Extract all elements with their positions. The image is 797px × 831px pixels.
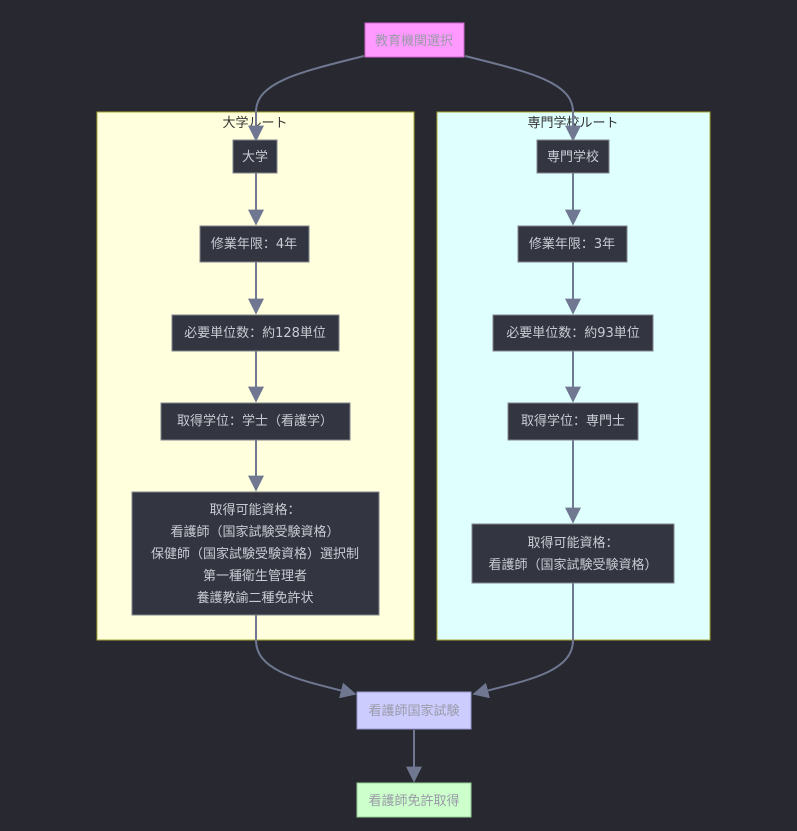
node-univ-school-label: 大学 <box>242 149 268 165</box>
node-univ-credits: 必要単位数：約128単位 <box>171 314 340 352</box>
node-univ-degree: 取得学位：学士（看護学） <box>160 402 351 441</box>
node-univ-school: 大学 <box>232 139 278 174</box>
node-univ-qual-line-5: 養護教諭二種免許状 <box>196 590 313 606</box>
node-univ-degree-label: 取得学位：学士（看護学） <box>177 413 333 429</box>
node-voc-years-label: 修業年限：3年 <box>529 236 615 252</box>
node-start-label: 教育機関選択 <box>375 33 453 49</box>
node-voc-degree: 取得学位：専門士 <box>507 402 639 441</box>
node-exam-box <box>356 691 472 730</box>
node-voc-school-box <box>536 139 610 174</box>
node-univ-credits-box <box>171 314 340 352</box>
node-voc-qualifications-box <box>471 523 675 584</box>
edge-start-vocational <box>464 55 581 142</box>
node-univ-qualifications-box <box>131 491 380 616</box>
node-voc-degree-box <box>507 402 639 441</box>
node-univ-school-box <box>232 139 278 174</box>
node-univ-degree-box <box>160 402 351 441</box>
edge-start-university <box>248 55 365 142</box>
node-univ-credits-label: 必要単位数：約128単位 <box>184 325 326 341</box>
node-univ-qual-line-1: 取得可能資格： <box>209 502 300 518</box>
node-voc-school: 専門学校 <box>536 139 610 174</box>
node-voc-years-box <box>517 225 628 263</box>
node-start: 教育機関選択 <box>364 22 465 58</box>
node-voc-credits: 必要単位数：約93単位 <box>492 314 654 352</box>
node-license-box <box>356 782 472 818</box>
node-voc-credits-box <box>492 314 654 352</box>
edge-voc-exam <box>472 583 574 699</box>
node-exam-label: 看護師国家試験 <box>368 703 459 719</box>
node-univ-years-box <box>199 225 310 263</box>
node-univ-qual-line-3: 保健師（国家試験受験資格）選択制 <box>151 546 359 562</box>
edges <box>248 55 581 783</box>
node-univ-qual-line-4: 第一種衛生管理者 <box>203 568 307 584</box>
node-univ-qualifications: 取得可能資格： 看護師（国家試験受験資格） 保健師（国家試験受験資格）選択制 第… <box>131 491 380 616</box>
node-voc-qual-line-2: 看護師（国家試験受験資格） <box>488 557 657 573</box>
node-voc-years: 修業年限：3年 <box>517 225 628 263</box>
node-univ-qual-line-2: 看護師（国家試験受験資格） <box>170 524 339 540</box>
node-voc-school-label: 専門学校 <box>547 149 599 165</box>
node-exam: 看護師国家試験 <box>356 691 472 730</box>
node-univ-years-label: 修業年限：4年 <box>211 236 297 252</box>
edge-univ-exam <box>255 615 357 699</box>
node-license: 看護師免許取得 <box>356 782 472 818</box>
node-voc-degree-label: 取得学位：専門士 <box>521 413 625 429</box>
node-voc-credits-label: 必要単位数：約93単位 <box>506 325 640 341</box>
node-univ-years: 修業年限：4年 <box>199 225 310 263</box>
node-voc-qual-line-1: 取得可能資格： <box>527 535 618 551</box>
node-start-box <box>364 22 465 58</box>
node-voc-qualifications: 取得可能資格： 看護師（国家試験受験資格） <box>471 523 675 584</box>
node-license-label: 看護師免許取得 <box>368 793 459 809</box>
